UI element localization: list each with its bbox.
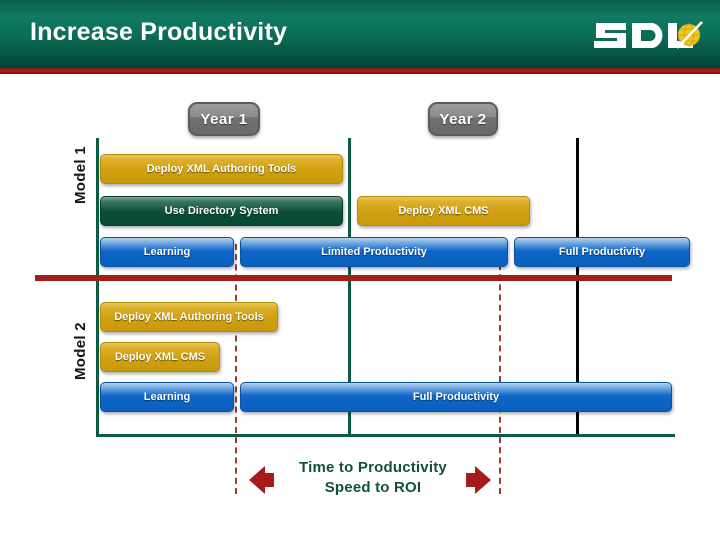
- bar-m1-deploy-xml-authoring-tools: Deploy XML Authoring Tools: [100, 154, 343, 184]
- model-2-axis-label: Model 2: [72, 322, 89, 380]
- year-2-label: Year 2: [439, 110, 487, 128]
- sdl-logo-icon: [594, 21, 703, 49]
- bar-m1-learning: Learning: [100, 237, 234, 267]
- bar-m1-limited-productivity: Limited Productivity: [240, 237, 508, 267]
- chart-left-axis: [96, 138, 99, 435]
- bar-label: Full Productivity: [412, 391, 500, 403]
- bar-m1-use-directory-system: Use Directory System: [100, 196, 343, 226]
- bar-label: Learning: [143, 246, 191, 258]
- model-1-axis-label: Model 1: [72, 146, 89, 204]
- bar-m2-learning: Learning: [100, 382, 234, 412]
- page-title: Increase Productivity: [30, 18, 288, 46]
- year-boundary-line-green: [348, 138, 351, 435]
- bar-m1-deploy-xml-cms: Deploy XML CMS: [357, 196, 530, 226]
- year-2-chip: Year 2: [428, 102, 498, 136]
- callout-line-1: Time to Productivity: [299, 459, 447, 476]
- dashed-marker-left: [235, 244, 237, 494]
- bar-m2-deploy-xml-cms: Deploy XML CMS: [100, 342, 220, 372]
- year-1-chip: Year 1: [188, 102, 260, 136]
- bar-label: Deploy XML Authoring Tools: [146, 163, 297, 175]
- productivity-timeline-chart: Year 1 Year 2 Model 1 Model 2 Deploy XML…: [0, 74, 720, 540]
- bar-label: Deploy XML CMS: [114, 351, 206, 363]
- bar-label: Full Productivity: [558, 246, 646, 258]
- bar-label: Limited Productivity: [321, 246, 427, 258]
- model-divider-line: [35, 275, 672, 281]
- bar-m2-full-productivity: Full Productivity: [240, 382, 672, 412]
- bar-label: Learning: [143, 391, 191, 403]
- bar-label: Use Directory System: [164, 205, 279, 217]
- callout-text-block: Time to Productivity Speed to ROI: [278, 458, 468, 498]
- bar-label: Deploy XML CMS: [398, 205, 489, 217]
- dashed-marker-right: [499, 264, 501, 494]
- year2-marker-line-black: [576, 138, 579, 435]
- header-accent-rule: [0, 68, 720, 74]
- year-1-label: Year 1: [200, 110, 248, 128]
- bar-m2-deploy-xml-authoring-tools: Deploy XML Authoring Tools: [100, 302, 278, 332]
- bar-m1-full-productivity: Full Productivity: [514, 237, 690, 267]
- sdl-logo: [592, 14, 704, 56]
- bar-label: Deploy XML Authoring Tools: [114, 311, 264, 323]
- callout-line-2: Speed to ROI: [324, 479, 422, 496]
- chart-baseline: [96, 434, 675, 437]
